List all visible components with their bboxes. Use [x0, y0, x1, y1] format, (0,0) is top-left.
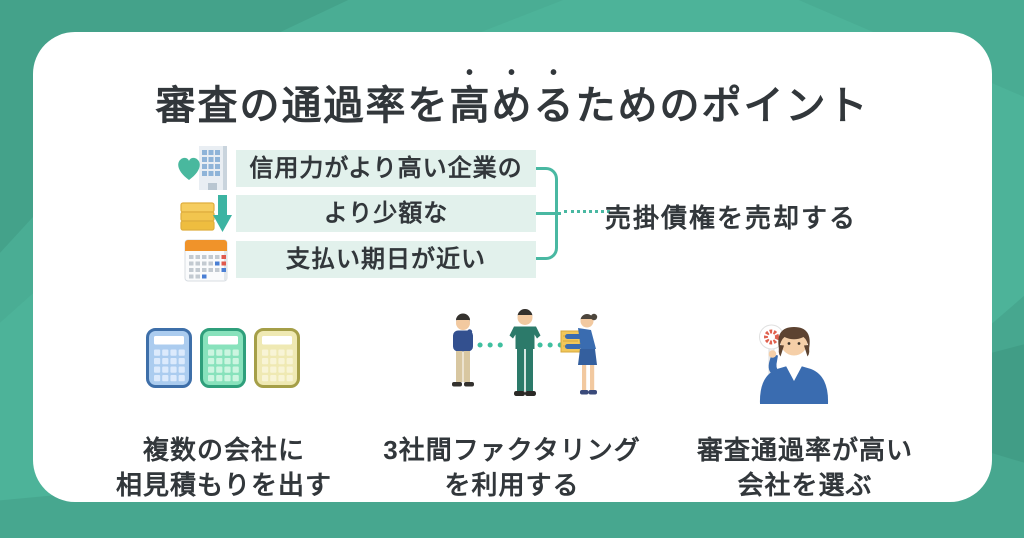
tip-line: 3社間ファクタリング [383, 435, 641, 465]
page-title: 審査の通過率を高めるためのポイント [33, 62, 992, 131]
calculator-yellow-icon [254, 328, 300, 388]
connector-label: 売掛債権を売却する [605, 203, 858, 233]
three-people-icon [425, 306, 605, 407]
tip-line: を利用する [444, 470, 580, 500]
tip-label-three-party: 3社間ファクタリング を利用する [362, 433, 662, 503]
dotted-connector [564, 210, 610, 213]
calendar-icon [184, 237, 230, 288]
tip-line: 会社を選ぶ [737, 470, 873, 500]
money-down-arrow-icon [180, 194, 232, 241]
factor-box-credit: 信用力がより高い企業の [236, 150, 536, 187]
three-calculators-icon [146, 328, 306, 388]
tip-line: 複数の会社に [142, 435, 305, 465]
tip-label-choose-company: 審査通過率が高い 会社を選ぶ [655, 433, 955, 503]
title-emphasized: 高める [449, 84, 576, 128]
factor-label: 支払い期日が近い [286, 246, 486, 273]
calculator-blue-icon [146, 328, 192, 388]
tip-label-estimates: 複数の会社に 相見積もりを出す [74, 433, 374, 503]
title-post: ためのポイント [575, 84, 870, 128]
main-card: 審査の通過率を高めるためのポイント 信用力がより高い企業の [33, 32, 992, 502]
bracket-middle-stub [536, 212, 561, 215]
factor-label: 信用力がより高い企業の [249, 155, 523, 182]
factor-box-due-date: 支払い期日が近い [236, 241, 536, 278]
tip-line: 相見積もりを出す [115, 470, 332, 500]
factor-box-amount: より少額な [236, 195, 536, 232]
heart-building-icon [177, 144, 231, 199]
tip-line: 審査通過率が高い [696, 435, 913, 465]
title-pre: 審査の通過率を [155, 84, 450, 128]
woman-with-circle-sign-icon [748, 316, 840, 409]
calculator-green-icon [200, 328, 246, 388]
factor-label: より少額な [323, 200, 449, 227]
